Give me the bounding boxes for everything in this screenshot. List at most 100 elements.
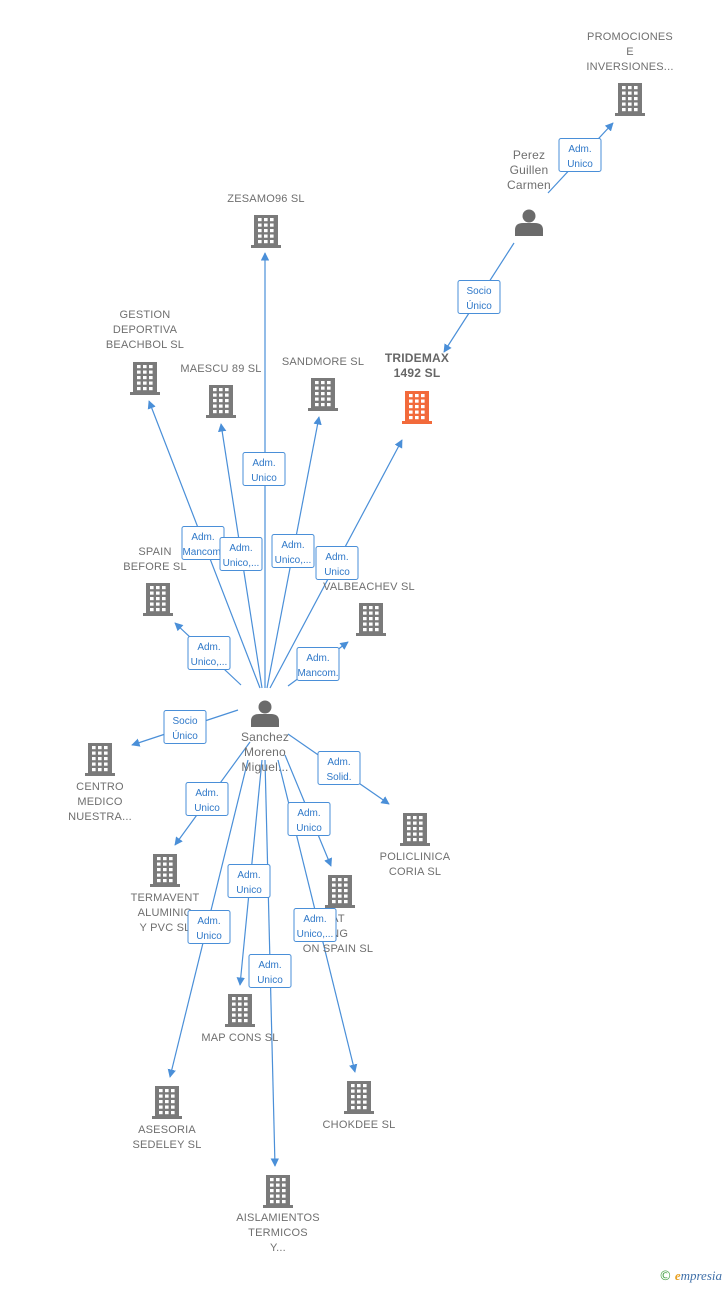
role-badge-box <box>293 908 337 942</box>
building-window <box>225 404 229 408</box>
role-badge-box <box>457 280 501 314</box>
building-base <box>130 392 160 395</box>
empresia-watermark[interactable]: ©empresia <box>659 1268 722 1284</box>
role-badge[interactable]: Adm.Unico <box>248 954 292 988</box>
company-node-asesoria[interactable] <box>152 1086 182 1119</box>
company-node-spain-before[interactable] <box>143 583 173 616</box>
building-window <box>137 381 141 385</box>
role-badge[interactable]: Adm.Solid. <box>317 751 361 785</box>
company-node-centro-medico[interactable] <box>85 743 115 776</box>
building-window <box>338 894 342 898</box>
role-badge-text: Unico,... <box>223 558 260 569</box>
label-line: Moreno <box>244 745 286 759</box>
company-node-valbeachev[interactable] <box>356 603 386 636</box>
building-window <box>351 1089 355 1093</box>
role-badge-box <box>248 954 292 988</box>
company-node-sandmore[interactable] <box>308 378 338 411</box>
building-window <box>628 102 632 106</box>
role-badge[interactable]: Adm.Unico,... <box>293 908 337 942</box>
company-node-policlinica[interactable] <box>400 813 430 846</box>
company-node-maescu[interactable] <box>206 385 236 418</box>
role-badge-box <box>317 751 361 785</box>
building-window <box>338 900 342 904</box>
building-window <box>369 628 373 632</box>
building-window <box>98 751 102 755</box>
building-window <box>363 1084 367 1088</box>
company-node-aislamientos[interactable] <box>263 1175 293 1208</box>
building-window <box>104 762 108 766</box>
role-badge[interactable]: Adm.Unico <box>558 138 602 172</box>
building-window <box>407 816 411 820</box>
role-badge[interactable]: Adm.Mancom. <box>296 647 340 681</box>
role-badge-text: Adm. <box>306 653 329 664</box>
building-window <box>270 223 274 227</box>
building-window <box>156 586 160 590</box>
company-node-heat-trading[interactable] <box>325 875 355 908</box>
role-badge[interactable]: Adm.Mancom. <box>181 526 225 560</box>
building-window <box>219 404 223 408</box>
building-window <box>332 878 336 882</box>
role-badge[interactable]: Adm.Unico <box>287 802 331 836</box>
person-node-sanchez[interactable] <box>251 700 279 728</box>
building-window <box>415 394 419 398</box>
building-window <box>169 879 173 883</box>
building-window <box>344 889 348 893</box>
role-badge-box <box>315 546 359 580</box>
building-window <box>276 1183 280 1187</box>
building-window <box>332 900 336 904</box>
company-label-map-cons: MAP CONS SL <box>201 1032 278 1044</box>
company-node-gestion[interactable] <box>130 362 160 395</box>
role-badge[interactable]: Adm.Unico,... <box>271 534 315 568</box>
company-node-promociones[interactable] <box>615 83 645 116</box>
building-window <box>162 586 166 590</box>
building-window <box>344 883 348 887</box>
building-window <box>622 102 626 106</box>
role-badge[interactable]: Adm.Unico <box>227 864 271 898</box>
company-node-tridemax[interactable] <box>402 391 432 424</box>
building-window <box>415 416 419 420</box>
building-window <box>357 1089 361 1093</box>
building-window <box>321 392 325 396</box>
building-window <box>149 370 153 374</box>
building-window <box>169 868 173 872</box>
company-node-zesamo96[interactable] <box>251 215 281 248</box>
role-badge[interactable]: Adm.Unico <box>315 546 359 580</box>
building-window <box>225 399 229 403</box>
role-badge[interactable]: Adm. Unico,... <box>219 537 263 571</box>
building-window <box>98 757 102 761</box>
building-window <box>282 1189 286 1193</box>
building-window <box>375 622 379 626</box>
building-window <box>169 862 173 866</box>
building-window <box>421 394 425 398</box>
building-window <box>219 388 223 392</box>
company-node-chokdee[interactable] <box>344 1081 374 1114</box>
person-node-perez[interactable] <box>515 209 543 237</box>
role-badge[interactable]: Adm.Unico,... <box>187 636 231 670</box>
role-badge[interactable]: Adm.Unico <box>185 782 229 816</box>
company-node-map-cons[interactable] <box>225 994 255 1027</box>
building-window <box>162 597 166 601</box>
role-badge-text: Adm. <box>229 543 252 554</box>
company-label-maescu: MAESCU 89 SL <box>180 363 261 375</box>
label-line: ON SPAIN SL <box>303 943 373 955</box>
role-badge[interactable]: Adm.Unico <box>187 910 231 944</box>
building-window <box>169 873 173 877</box>
building-window <box>150 591 154 595</box>
role-badge-box <box>242 452 286 486</box>
role-badge-text: Mancom. <box>182 547 223 558</box>
role-badge-box <box>163 710 207 744</box>
role-badge[interactable]: Adm.Unico <box>242 452 286 486</box>
building-window <box>264 229 268 233</box>
building-window <box>171 1111 175 1115</box>
company-node-termavent[interactable] <box>150 854 180 887</box>
building-window <box>143 387 147 391</box>
building-window <box>351 1106 355 1110</box>
building-window <box>165 1094 169 1098</box>
person-head <box>522 209 536 223</box>
building-window <box>622 97 626 101</box>
